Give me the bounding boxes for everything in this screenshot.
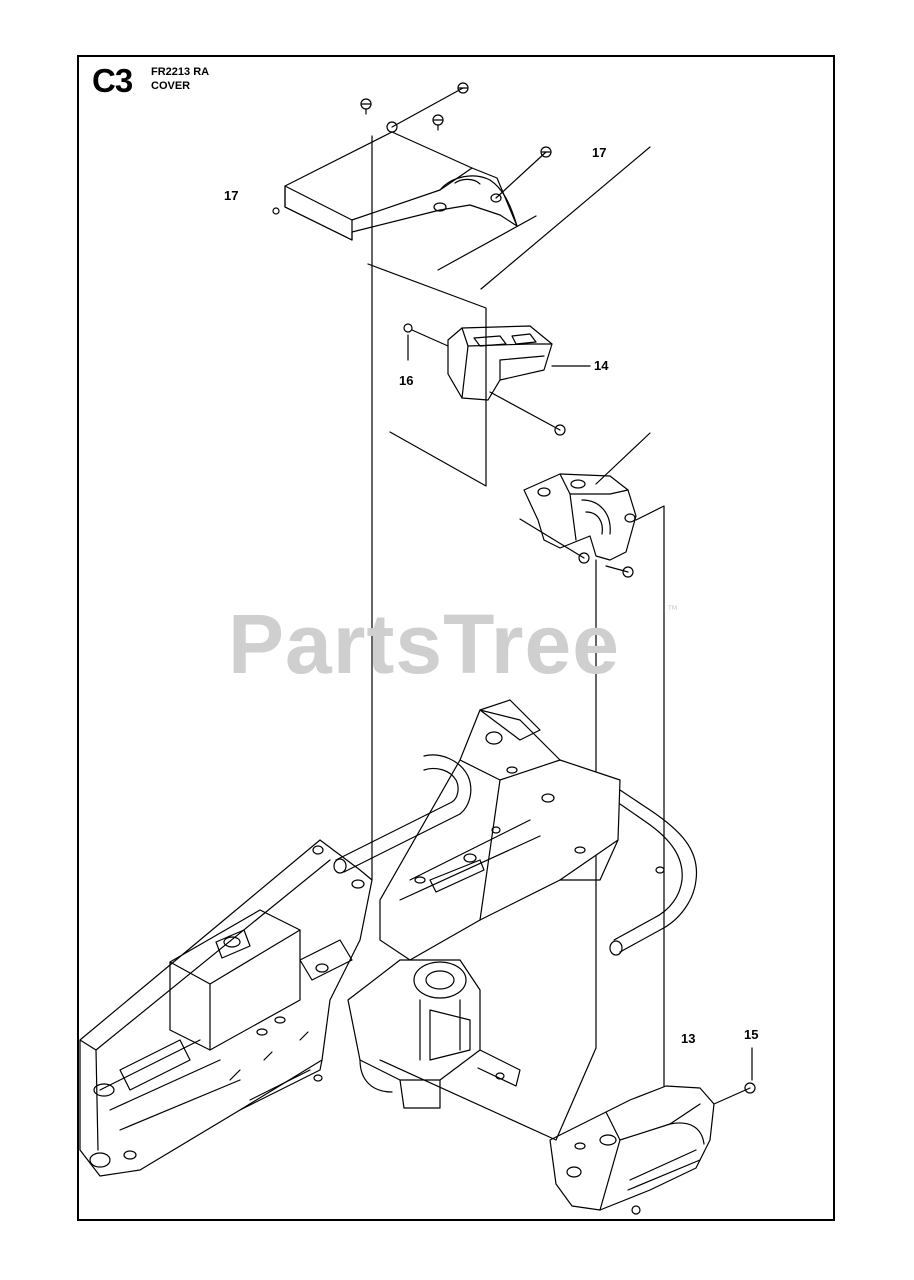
leader-line (606, 566, 628, 572)
fastener-screw (623, 567, 633, 577)
diagram-frame (77, 55, 835, 1221)
leader-line (412, 330, 448, 346)
model-number: FR2213 RA (151, 66, 210, 78)
part-15-cover-plate[interactable] (273, 122, 517, 240)
part-14-cover[interactable] (448, 326, 552, 400)
fastener-screw (555, 425, 565, 435)
leader-line (714, 1088, 750, 1104)
alignment-line (368, 264, 486, 486)
callout-15[interactable]: 17 (224, 188, 239, 203)
callout-14[interactable]: 14 (594, 358, 609, 373)
watermark-text: PartsTree (228, 597, 620, 691)
trademark-symbol: ™ (667, 604, 678, 616)
fastener-screw (579, 553, 589, 563)
chassis-frame (80, 700, 697, 1176)
part-bracket[interactable] (524, 474, 636, 560)
leader-line (490, 392, 560, 430)
diagram-code: C3 (92, 62, 133, 99)
section-title: COVER (151, 80, 191, 92)
callout-13[interactable]: 13 (681, 1031, 696, 1046)
alignment-line (380, 1060, 556, 1140)
leader-line (438, 216, 536, 270)
leader-line (596, 433, 650, 484)
callout-17-bottom[interactable]: 15 (744, 1027, 759, 1042)
leader-line (481, 147, 650, 289)
callout-17-top[interactable]: 17 (592, 145, 607, 160)
callout-16[interactable]: 16 (399, 373, 414, 388)
leader-line (496, 152, 546, 198)
fastener-screw (632, 1206, 640, 1214)
leader-line (392, 88, 463, 127)
fastener-nut (745, 1083, 755, 1093)
alignment-line (636, 506, 664, 1140)
alignment-line (556, 1048, 596, 1140)
part-13-guard[interactable] (550, 1086, 714, 1210)
fastener-washer (404, 324, 412, 332)
leader-line (520, 519, 584, 558)
